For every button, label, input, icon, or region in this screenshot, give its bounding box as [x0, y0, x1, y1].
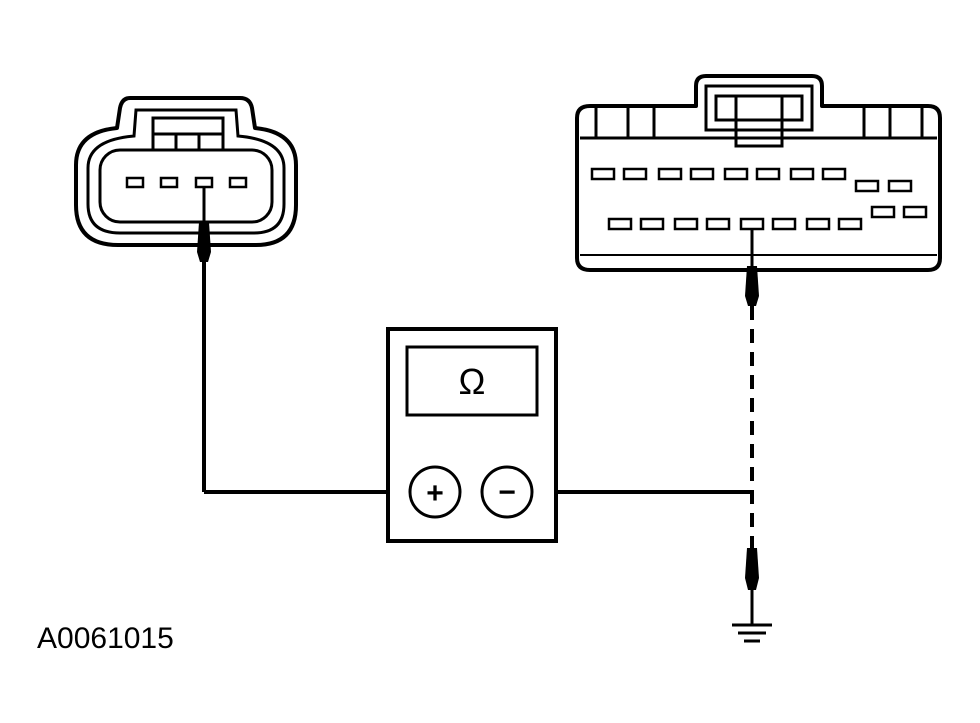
ground-icon: [732, 623, 772, 643]
positive-terminal[interactable]: [408, 465, 462, 519]
left-probe: [197, 187, 410, 494]
figure-id: A0061015: [37, 622, 174, 655]
negative-terminal[interactable]: [480, 465, 534, 519]
connector-pin-4: [228, 176, 248, 189]
module-pins-row-1: [590, 167, 913, 193]
ohm-symbol: Ω: [459, 361, 486, 402]
module-connector: [575, 74, 942, 272]
module-pins-row-2: [607, 205, 928, 231]
negative-terminal-label: −: [498, 476, 516, 509]
sensor-connector: [74, 96, 298, 247]
ohmmeter: Ω + −: [386, 327, 558, 543]
connector-pin-1: [125, 176, 145, 189]
meter-display: [405, 345, 539, 417]
connector-pin-2: [159, 176, 179, 189]
connector-pin-3: [194, 176, 214, 189]
module-probe: [745, 229, 759, 624]
positive-terminal-label: +: [426, 477, 444, 510]
